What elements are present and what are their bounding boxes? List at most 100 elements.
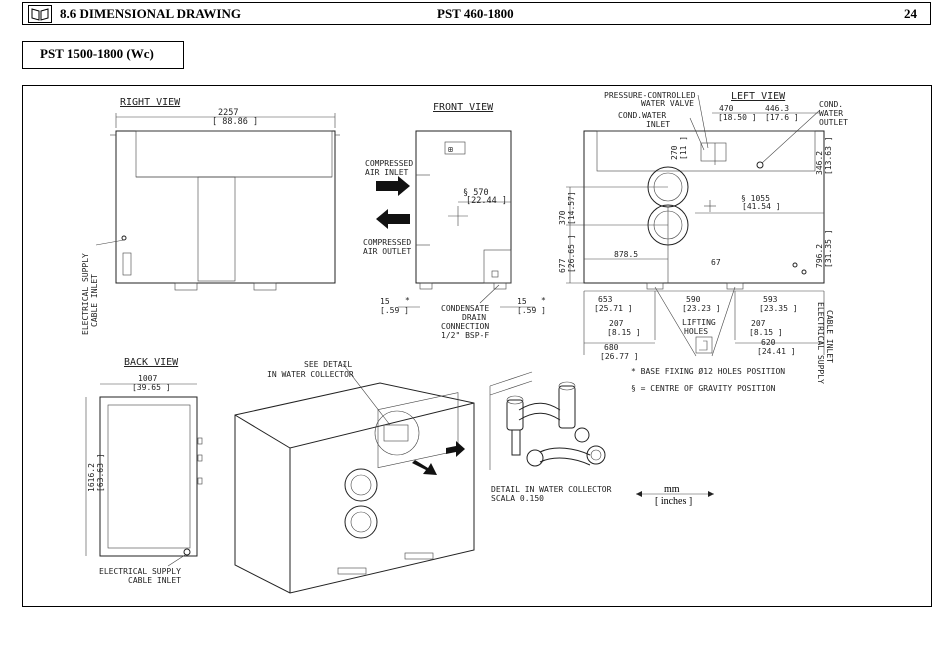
- condensate-label-4: 1/2" BSP-F: [441, 331, 489, 340]
- dim-left-677-in: [26.65 ]: [567, 234, 576, 273]
- isometric-outlet-arrow: [446, 441, 465, 457]
- subtitle-box: [22, 41, 184, 69]
- section-title: 8.6 DIMENSIONAL DRAWING: [60, 6, 241, 21]
- right-view: RIGHT VIEW 2257 [ 88.86 ] ELECTRICAL SUP…: [81, 97, 340, 335]
- dim-left-3462-in: [13.63 ]: [824, 136, 833, 175]
- condensate-label-2: DRAIN: [462, 313, 486, 322]
- detail-label-2: SCALA 0.150: [491, 494, 544, 503]
- dim-left-653-in: [25.71 ]: [594, 304, 633, 313]
- cond-water-outlet-label-1: COND.: [819, 100, 843, 109]
- dim-left-470-in: [18.50 ]: [718, 113, 757, 122]
- back-elec-label-2: CABLE INLET: [128, 576, 181, 585]
- dim-left-370: 370: [558, 210, 567, 225]
- dim-left-677: 677: [558, 258, 567, 273]
- dim-left-680: 680: [604, 343, 619, 352]
- dim-left-680-in: [26.77 ]: [600, 352, 639, 361]
- isometric-flow-arrow: [412, 460, 437, 475]
- svg-text:*: *: [405, 296, 410, 305]
- dim-left-207a: 207: [609, 319, 624, 328]
- units-inches: [ inches ]: [655, 496, 692, 507]
- dim-front-15a: 15: [380, 297, 390, 306]
- dim-front-570-in: [22.44 ]: [466, 196, 507, 206]
- dim-left-8785: 878.5: [614, 250, 638, 259]
- header-box: [22, 2, 931, 25]
- dim-left-3462: 346.2: [815, 151, 824, 175]
- back-elec-label-1: ELECTRICAL SUPPLY: [99, 567, 181, 576]
- water-collector-detail: DETAIL IN WATER COLLECTOR SCALA 0.150: [489, 371, 612, 503]
- dim-left-270-in: [11 ]: [679, 136, 688, 160]
- dim-left-593-in: [23.35 ]: [759, 304, 798, 313]
- dim-left-653: 653: [598, 295, 613, 304]
- front-view-title: FRONT VIEW: [433, 102, 494, 113]
- dim-left-7962: 796.2: [815, 244, 824, 268]
- dim-left-1055: § 1055: [741, 194, 770, 203]
- dim-left-4463: 446.3: [765, 104, 789, 113]
- air-outlet-label-1: COMPRESSED: [363, 238, 411, 247]
- cond-water-inlet-label-1: COND.WATER: [618, 111, 666, 120]
- drawing-frame: [22, 85, 932, 607]
- dim-left-7962-in: [31.35 ]: [824, 229, 833, 268]
- book-icon: [28, 5, 52, 23]
- model-subtitle: PST 1500-1800 (Wc): [40, 46, 154, 61]
- isometric-view: SEE DETAIL IN WATER COLLECTOR: [234, 360, 475, 594]
- units-mm: mm: [664, 484, 680, 495]
- model-title: PST 460-1800: [437, 6, 514, 21]
- dim-left-590-in: [23.23 ]: [682, 304, 721, 313]
- dim-back-1007-in: [39.65 ]: [132, 383, 171, 392]
- back-view-title: BACK VIEW: [124, 357, 179, 368]
- dim-left-207b: 207: [751, 319, 766, 328]
- left-view-title: LEFT VIEW: [731, 91, 786, 102]
- air-inlet-label-2: AIR INLET: [365, 168, 409, 177]
- dim-left-593: 593: [763, 295, 778, 304]
- cond-water-inlet-label-2: INLET: [646, 120, 670, 129]
- centre-gravity-note: § = CENTRE OF GRAVITY POSITION: [631, 384, 776, 393]
- front-view: FRONT VIEW ⊞ § 570 [22.44 ] COMPRESSED A…: [363, 102, 546, 340]
- dim-left-270: 270: [670, 145, 679, 160]
- page-number: 24: [904, 6, 917, 21]
- forklift-icon: [699, 340, 708, 351]
- front-logo: ⊞: [448, 145, 453, 154]
- dim-front-570: § 570: [463, 188, 489, 198]
- air-outlet-label-2: AIR OUTLET: [363, 247, 411, 256]
- back-view: BACK VIEW 1007 [39.65 ] 1616.2 [63.63 ] …: [85, 357, 203, 585]
- dim-left-4463-in: [17.6 ]: [765, 113, 799, 122]
- dim-left-207b-in: [8.15 ]: [749, 328, 783, 337]
- cond-water-outlet-label-2: WATER: [819, 109, 843, 118]
- base-fixing-note: * BASE FIXING Ø12 HOLES POSITION: [631, 366, 785, 376]
- dim-front-15b: 15: [517, 297, 527, 306]
- dim-left-67: 67: [711, 258, 721, 267]
- right-view-title: RIGHT VIEW: [120, 97, 181, 108]
- dim-left-207a-in: [8.15 ]: [607, 328, 641, 337]
- detail-label-1: DETAIL IN WATER COLLECTOR: [491, 485, 612, 494]
- left-elec-label-1: ELECTRICAL SUPPLY: [816, 302, 825, 384]
- condensate-label-1: CONDENSATE: [441, 304, 489, 313]
- svg-text:*: *: [541, 296, 546, 305]
- page-header: 8.6 DIMENSIONAL DRAWING PST 460-1800 24: [0, 0, 950, 26]
- pressure-valve-label-1: PRESSURE-CONTROLLED: [604, 91, 696, 100]
- condensate-label-3: CONNECTION: [441, 322, 489, 331]
- left-view: LEFT VIEW PRESSURE-CONTROLLED WATER VALV…: [558, 91, 848, 393]
- air-outlet-arrow: [376, 209, 410, 229]
- see-detail-label-2: IN WATER COLLECTOR: [267, 370, 354, 379]
- dim-right-width: 2257: [218, 108, 238, 118]
- cond-water-outlet-label-3: OUTLET: [819, 118, 848, 127]
- units-legend: mm [ inches ]: [636, 484, 714, 507]
- dim-left-370-in: [14.57]: [567, 191, 576, 225]
- dim-left-470: 470: [719, 104, 734, 113]
- dim-front-15b-in: [.59 ]: [517, 306, 546, 315]
- dim-back-16162: 1616.2: [87, 463, 96, 492]
- left-elec-label-2: CABLE INLET: [825, 310, 834, 363]
- back-side-ports: [197, 437, 203, 485]
- see-detail-label-1: SEE DETAIL: [304, 360, 352, 369]
- air-inlet-label-1: COMPRESSED: [365, 159, 413, 168]
- dim-back-16162-in: [63.63 ]: [96, 453, 105, 492]
- dim-left-590: 590: [686, 295, 701, 304]
- dim-right-width-in: [ 88.86 ]: [212, 117, 258, 127]
- header-rule: [22, 2, 930, 3]
- right-elec-label-2: CABLE INLET: [90, 274, 99, 327]
- air-inlet-arrow: [376, 176, 410, 196]
- right-elec-label-1: ELECTRICAL SUPPLY: [81, 253, 90, 335]
- lifting-label-2: HOLES: [684, 327, 708, 336]
- dim-left-620: 620: [761, 338, 776, 347]
- dim-left-1055-in: [41.54 ]: [742, 202, 781, 211]
